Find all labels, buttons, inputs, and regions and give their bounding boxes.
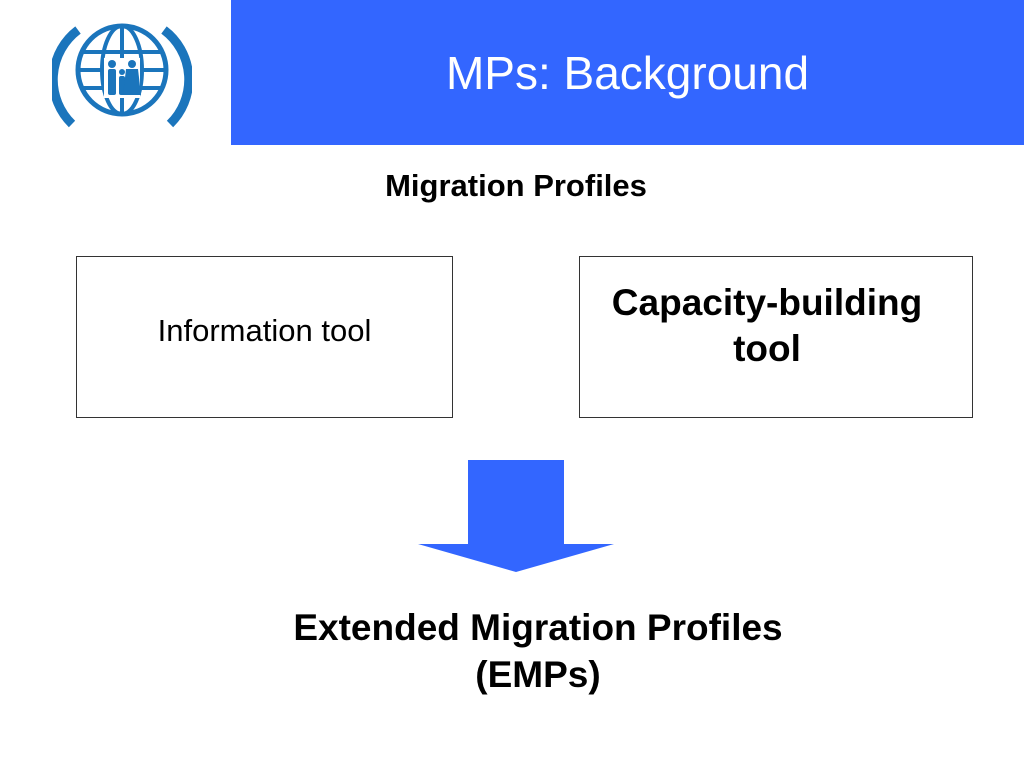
information-tool-label: Information tool [157, 313, 372, 348]
extended-migration-profiles-label: Extended Migration Profiles (EMPs) [293, 607, 783, 695]
diagram-heading: Migration Profiles [385, 168, 647, 203]
capacity-building-tool-box: Capacity-building tool [579, 256, 973, 418]
slide-title: MPs: Background [445, 46, 810, 99]
title-bar: MPs: Background [231, 0, 1024, 145]
globe-family-logo-icon [52, 23, 192, 128]
down-arrow-icon [418, 460, 614, 572]
capacity-building-tool-label: Capacity-building tool [611, 282, 923, 369]
information-tool-box: Information tool [76, 256, 453, 418]
